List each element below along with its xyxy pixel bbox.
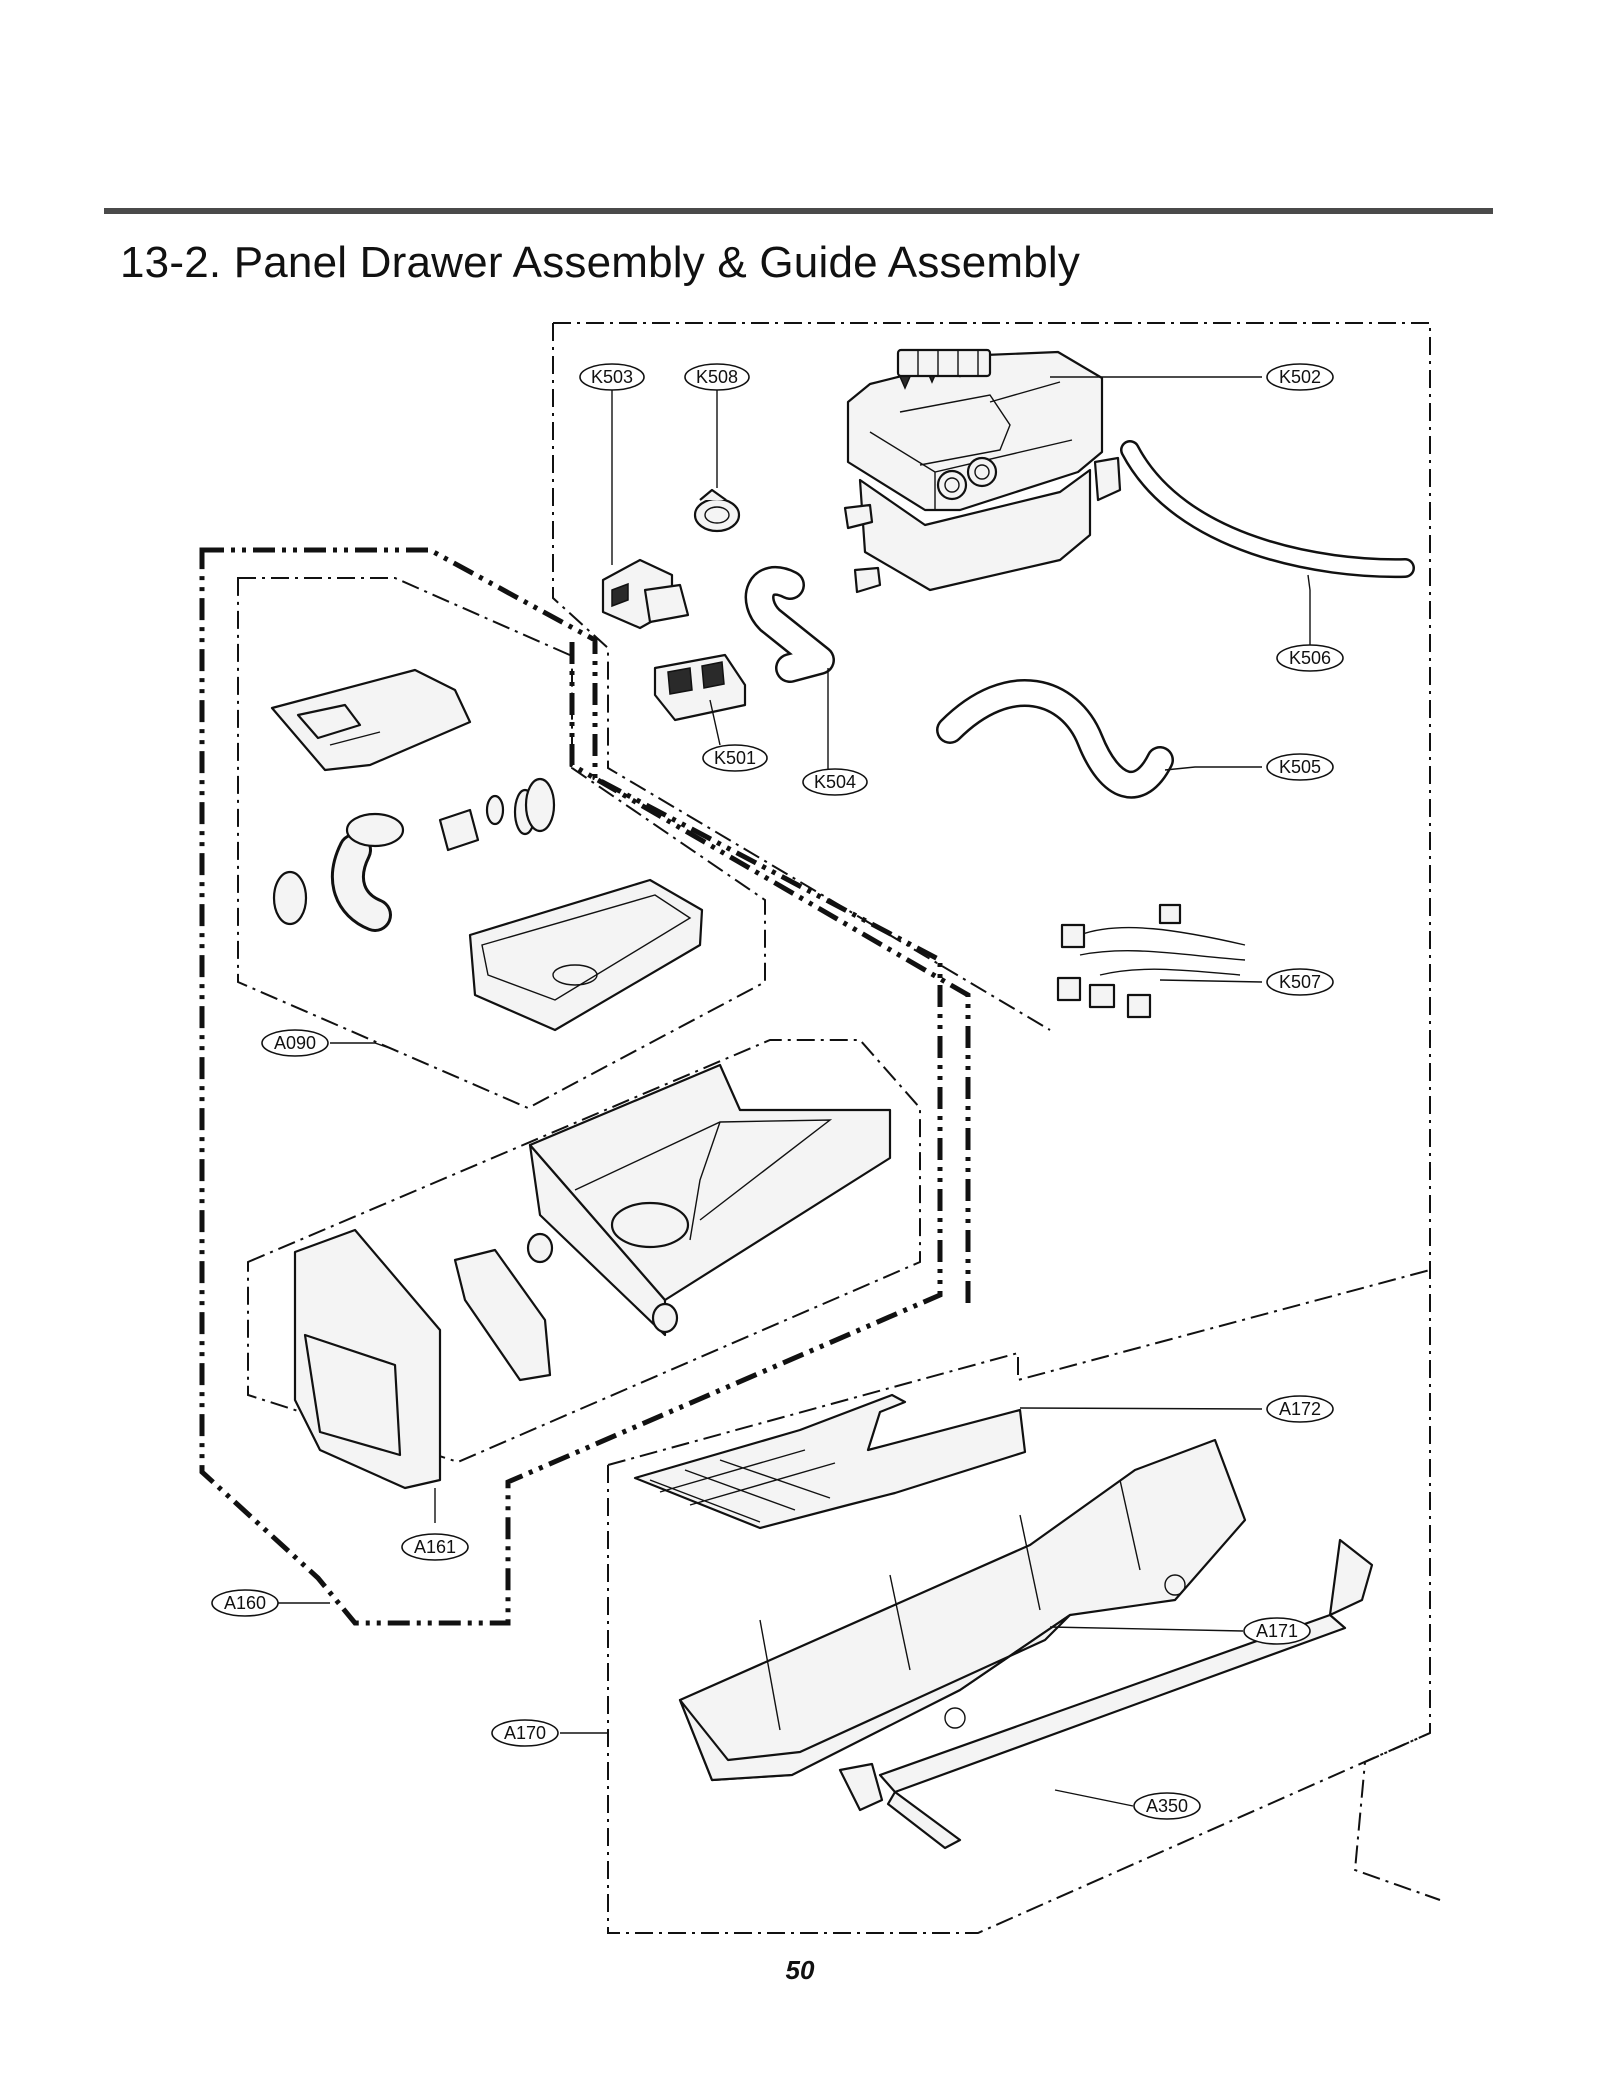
svg-text:A171: A171 bbox=[1256, 1621, 1298, 1641]
valve-k503 bbox=[601, 558, 690, 630]
callout-a172: A172 bbox=[1266, 1395, 1334, 1423]
bracket-k501 bbox=[653, 653, 747, 722]
guide-group-boundary bbox=[607, 1269, 1431, 1934]
clamp-k508 bbox=[693, 488, 741, 533]
callout-k501: K501 bbox=[702, 744, 768, 772]
callout-a170: A170 bbox=[491, 1719, 559, 1747]
wire-harness-k507 bbox=[1056, 903, 1246, 1019]
svg-text:A172: A172 bbox=[1279, 1399, 1321, 1419]
callout-a161: A161 bbox=[401, 1533, 469, 1561]
leader-lines bbox=[278, 376, 1311, 1807]
svg-text:K502: K502 bbox=[1279, 367, 1321, 387]
page-title: 13-2. Panel Drawer Assembly & Guide Asse… bbox=[120, 238, 1081, 287]
callout-a090: A090 bbox=[261, 1029, 329, 1057]
header-rule bbox=[104, 208, 1493, 214]
svg-text:K504: K504 bbox=[814, 772, 856, 792]
valve-group-boundary-left bbox=[552, 323, 1051, 1031]
callout-a160: A160 bbox=[211, 1589, 279, 1617]
guide-body-a171 bbox=[678, 1438, 1247, 1782]
svg-text:A170: A170 bbox=[504, 1723, 546, 1743]
panel-boundary-A161 bbox=[247, 1039, 921, 1464]
guide-grill-a172 bbox=[633, 1393, 1027, 1530]
callout-k505: K505 bbox=[1266, 753, 1334, 781]
svg-text:A350: A350 bbox=[1146, 1796, 1188, 1816]
svg-text:A090: A090 bbox=[274, 1033, 316, 1053]
valve-housing-k502 bbox=[843, 348, 1122, 594]
drawer-body-a160 bbox=[526, 1063, 892, 1337]
page-number: 50 bbox=[785, 1955, 815, 1985]
drawer-parts-boundary-A090 bbox=[237, 577, 766, 1110]
svg-text:K508: K508 bbox=[696, 367, 738, 387]
svg-text:K506: K506 bbox=[1289, 648, 1331, 668]
callout-k502: K502 bbox=[1266, 363, 1334, 391]
callout-a350: A350 bbox=[1133, 1792, 1201, 1820]
callout-a171: A171 bbox=[1243, 1617, 1311, 1645]
svg-text:K507: K507 bbox=[1279, 972, 1321, 992]
callout-k506: K506 bbox=[1276, 644, 1344, 672]
callout-k507: K507 bbox=[1266, 968, 1334, 996]
callout-k508: K508 bbox=[684, 363, 750, 391]
svg-text:K501: K501 bbox=[714, 748, 756, 768]
drawer-cap-parts bbox=[270, 668, 704, 1032]
svg-text:A160: A160 bbox=[224, 1593, 266, 1613]
svg-text:K505: K505 bbox=[1279, 757, 1321, 777]
svg-text:K503: K503 bbox=[591, 367, 633, 387]
panel-front-a161 bbox=[293, 1228, 552, 1490]
guide-rail-a350 bbox=[838, 1538, 1374, 1850]
svg-text:A161: A161 bbox=[414, 1537, 456, 1557]
callout-k504: K504 bbox=[802, 768, 868, 796]
callout-k503: K503 bbox=[579, 363, 645, 391]
